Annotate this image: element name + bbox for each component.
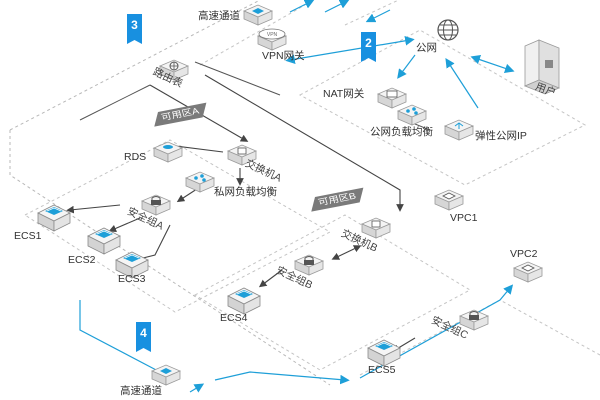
- arrow-bottom-vpc2: [214, 371, 350, 385]
- rds-icon: [153, 141, 183, 163]
- step-2-number: 2: [365, 36, 372, 50]
- vpn-gateway-icon: VPN: [257, 28, 287, 51]
- public-slb-label: 公网负载均衡: [370, 126, 433, 138]
- arrow-internet-nat: [397, 54, 416, 79]
- internet-globe-icon: [437, 19, 459, 41]
- ecs3-label: ECS3: [118, 273, 146, 285]
- router-icon: [159, 59, 189, 81]
- vpc1-icon: [434, 189, 464, 211]
- security-group-b-icon: [294, 254, 324, 276]
- vpc1-label: VPC1: [450, 212, 478, 224]
- security-group-a-icon: [141, 194, 171, 216]
- arrow-vpc2-path: [359, 284, 514, 379]
- security-group-c-icon: [459, 309, 489, 331]
- line-router-vpc: [79, 84, 151, 121]
- line-switchb-sgb: [331, 245, 362, 260]
- vpc-region-border: [9, 0, 331, 386]
- zone-b-border: [193, 214, 472, 371]
- vpc2-label: VPC2: [510, 248, 538, 260]
- internet-label: 公网: [416, 42, 437, 54]
- ecs4-icon: [227, 287, 261, 315]
- line-sga-ecs2: [108, 217, 141, 233]
- arrow-internet-eip: [445, 57, 479, 109]
- step-4-number: 4: [140, 326, 147, 340]
- line-sgb-ecs4: [258, 269, 283, 288]
- switch-b-icon: [361, 217, 391, 239]
- nat-gateway-icon: [377, 87, 407, 109]
- arrow-public-vpn: [365, 9, 391, 23]
- line-sga-ecs3: [131, 224, 171, 263]
- arrow-express-top: [289, 0, 315, 13]
- vpn-gateway-label: VPN网关: [262, 50, 305, 62]
- step-2-badge: [361, 32, 376, 62]
- rds-label: RDS: [124, 151, 147, 163]
- step-3-badge: [127, 14, 142, 44]
- switch-a-icon: [227, 144, 257, 166]
- ecs5-label: ECS5: [368, 364, 396, 376]
- ecs2-label: ECS2: [68, 254, 96, 266]
- arrow-internet-user: [470, 55, 515, 73]
- express-connect-bottom-icon: [151, 364, 181, 386]
- ecs1-label: ECS1: [14, 230, 42, 242]
- line-left-bottom: [79, 300, 161, 373]
- svg-text:VPN: VPN: [267, 32, 278, 38]
- line-router-nat: [194, 61, 281, 96]
- nat-gateway-label: NAT网关: [323, 88, 365, 100]
- step-4-badge: [136, 322, 151, 352]
- private-slb-icon: [185, 171, 215, 193]
- express-connect-top-icon: [243, 4, 273, 26]
- zone-a-border: [24, 139, 332, 313]
- step-3-number: 3: [131, 18, 138, 32]
- express-connect-top-label: 高速通道: [198, 10, 240, 22]
- line-sga-ecs1: [66, 204, 121, 214]
- user-terminal-icon: [523, 39, 561, 95]
- ecs4-label: ECS4: [220, 312, 248, 324]
- eip-icon: [444, 119, 474, 141]
- arrow-express-bottom: [189, 383, 205, 393]
- public-slb-icon: [397, 104, 427, 126]
- ecs5-icon: [367, 339, 401, 367]
- eip-label: 弹性公网IP: [475, 130, 527, 142]
- line-router-switch-b: [204, 74, 404, 212]
- arrow-top-right: [324, 0, 350, 13]
- ecs2-icon: [87, 227, 121, 255]
- arrow-vpn-public: [285, 36, 415, 64]
- vpc2-icon: [513, 261, 543, 283]
- private-slb-label: 私网负载均衡: [214, 186, 277, 198]
- express-connect-bottom-label: 高速通道: [120, 385, 162, 397]
